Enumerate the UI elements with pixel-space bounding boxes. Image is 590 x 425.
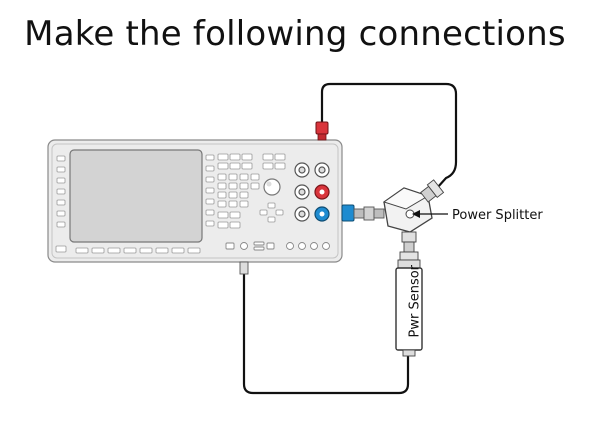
rotary-knob-icon <box>263 178 281 196</box>
power-sensor-icon <box>395 259 423 357</box>
signal-analyzer-icon <box>47 139 343 263</box>
blue-connector-icon <box>341 204 385 222</box>
red-connector-icon <box>315 121 329 141</box>
power-sensor-label: Pwr Sensor <box>407 264 423 338</box>
cable-bottom <box>242 273 410 395</box>
rear-connector-icon <box>239 261 249 275</box>
power-splitter-label: Power Splitter <box>452 208 543 223</box>
power-splitter-icon <box>382 179 445 261</box>
cable-top <box>320 82 458 199</box>
page-title: Make the following connections <box>24 14 566 54</box>
